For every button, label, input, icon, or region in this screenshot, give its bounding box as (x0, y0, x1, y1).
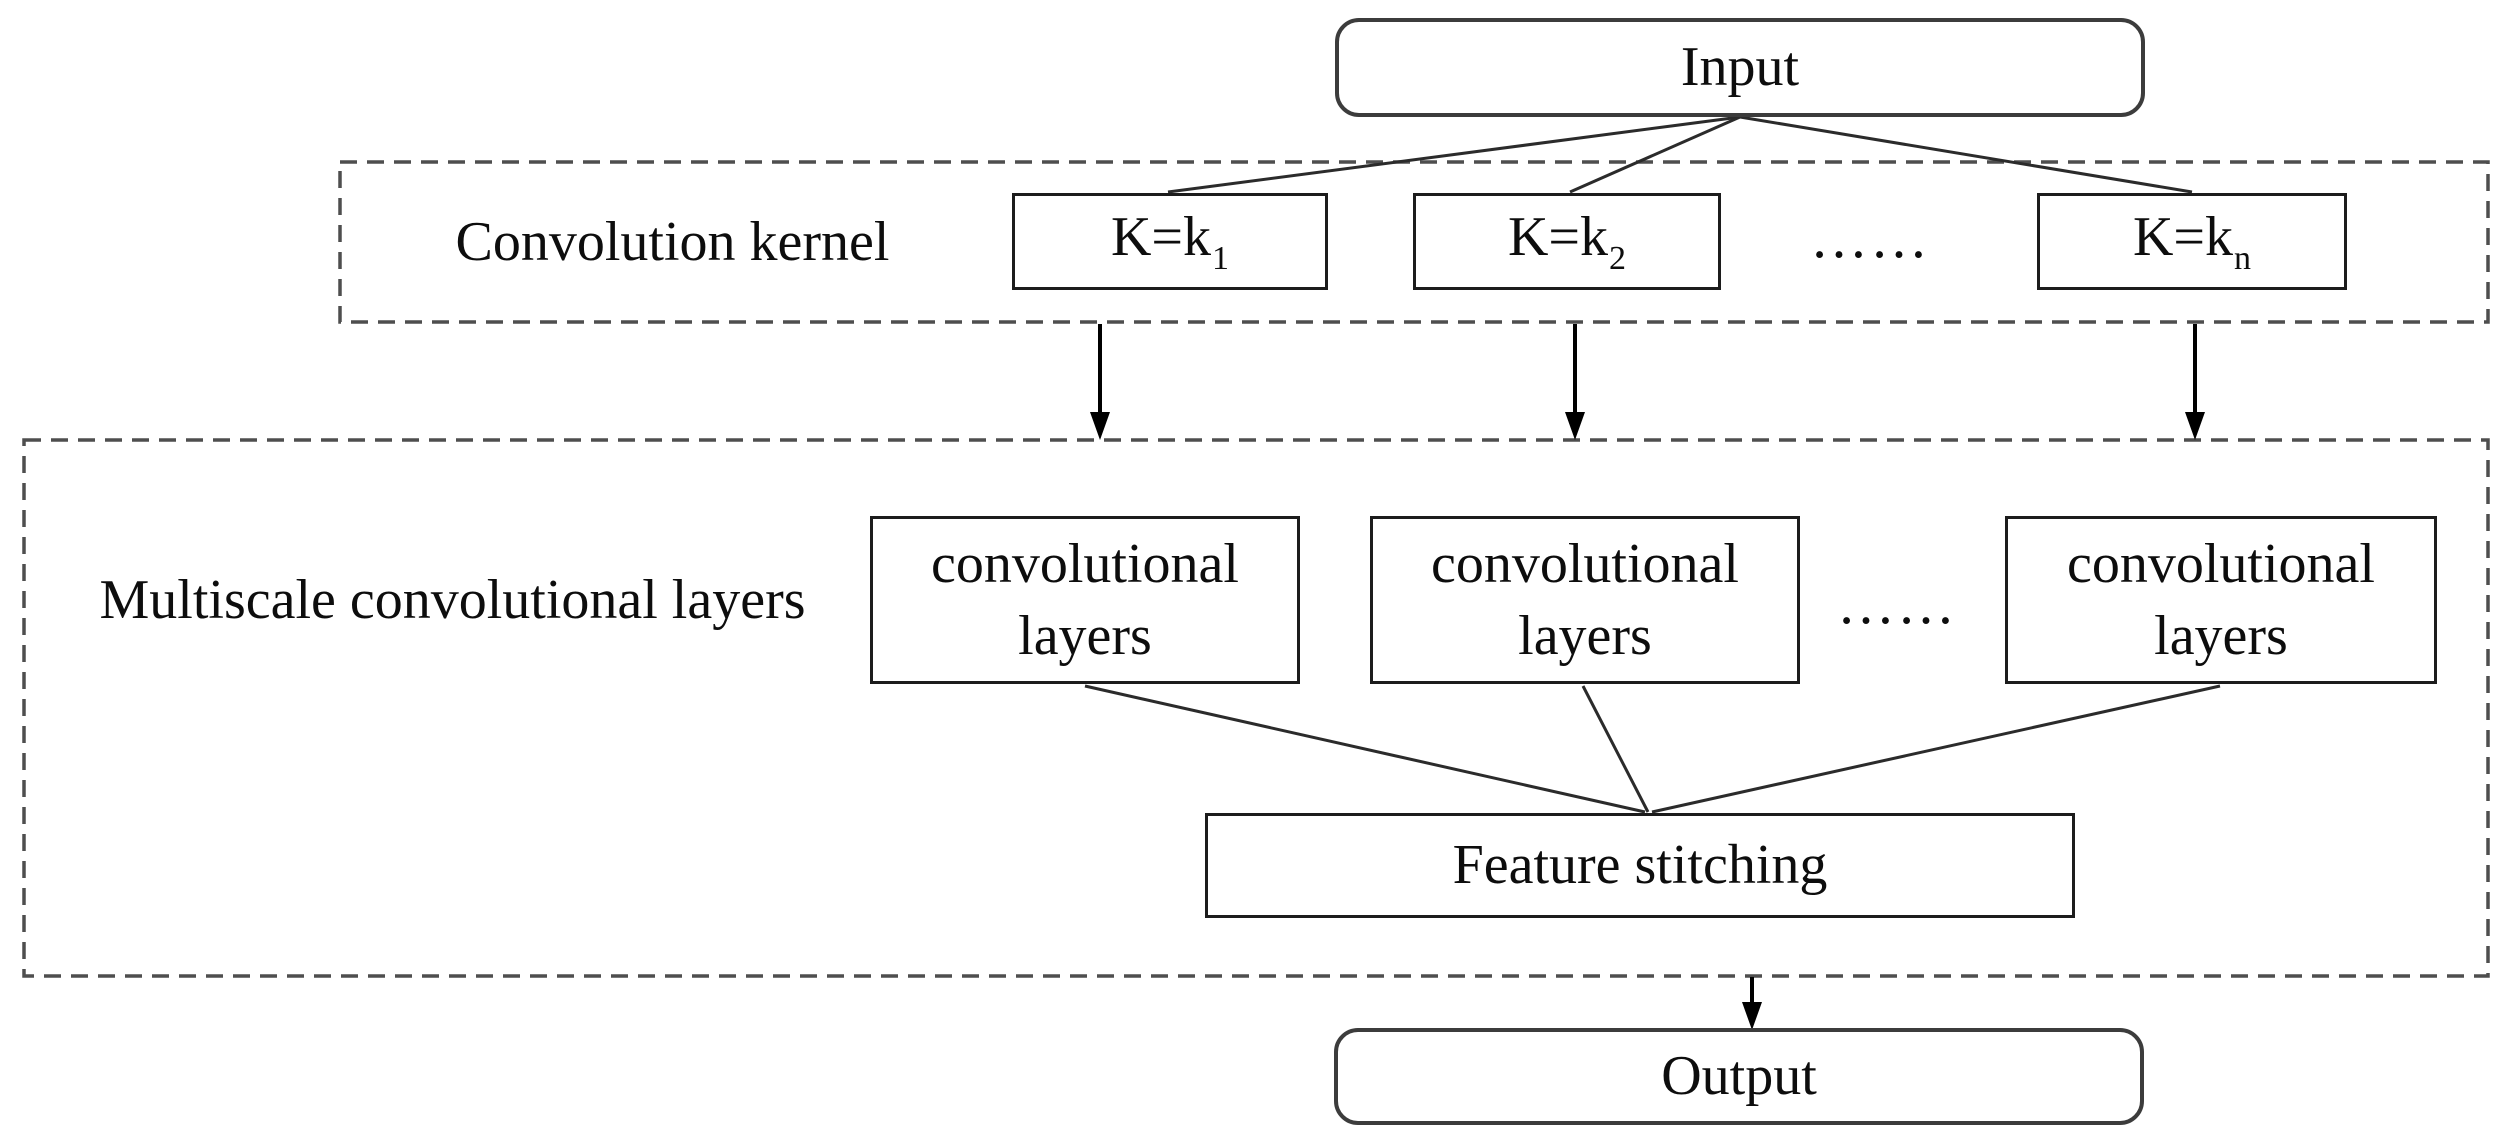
conv-layers-node-1: convolutional layers (870, 516, 1300, 684)
feature-stitching-label: Feature stitching (1452, 834, 1828, 897)
conv1-line2: layers (1018, 605, 1152, 667)
input-label: Input (1680, 36, 1800, 99)
kernel-k1-subscript: 1 (1212, 239, 1230, 277)
output-node: Output (1334, 1028, 2144, 1125)
input-node: Input (1335, 18, 2145, 117)
down-arrow-1 (1090, 324, 1110, 440)
kernel-kn-label: K=kn (2132, 205, 2252, 277)
kernel-section-label: Convolution kernel (455, 211, 890, 273)
kernel-k2-subscript: 2 (1609, 239, 1627, 277)
kernel-kn-subscript: n (2234, 239, 2252, 277)
conv-layers-node-3: convolutional layers (2005, 516, 2437, 684)
conv-ellipsis: …… (1837, 571, 1957, 636)
down-arrow-2 (1565, 324, 1585, 440)
kernel-k1-label: K=k1 (1110, 205, 1230, 277)
conv2-line2: layers (1518, 605, 1652, 667)
kernel-to-layers-arrows (1090, 324, 2205, 440)
feature-converge-lines (1084, 684, 2221, 814)
kernel-node-kn: K=kn (2037, 193, 2347, 290)
conv2-line1: convolutional (1431, 533, 1739, 595)
kernel-node-k2: K=k2 (1413, 193, 1721, 290)
conv-layers-node-2: convolutional layers (1370, 516, 1800, 684)
conv3-line2: layers (2154, 605, 2288, 667)
kernel-node-k1: K=k1 (1012, 193, 1328, 290)
kernel-ellipsis: …… (1810, 205, 1930, 270)
multiscale-layers-container (22, 438, 2490, 978)
conv1-line1: convolutional (931, 533, 1239, 595)
input-fanout-lines (1167, 115, 2193, 194)
conv3-line1: convolutional (2067, 533, 2375, 595)
feature-stitching-node: Feature stitching (1205, 813, 2075, 918)
convolution-kernel-container (338, 160, 2490, 324)
output-arrow (1742, 977, 1762, 1030)
multiscale-section-label: Multiscale convolutional layers (99, 569, 806, 631)
output-label: Output (1661, 1045, 1817, 1108)
kernel-k2-label: K=k2 (1507, 205, 1627, 277)
down-arrow-3 (2185, 324, 2205, 440)
